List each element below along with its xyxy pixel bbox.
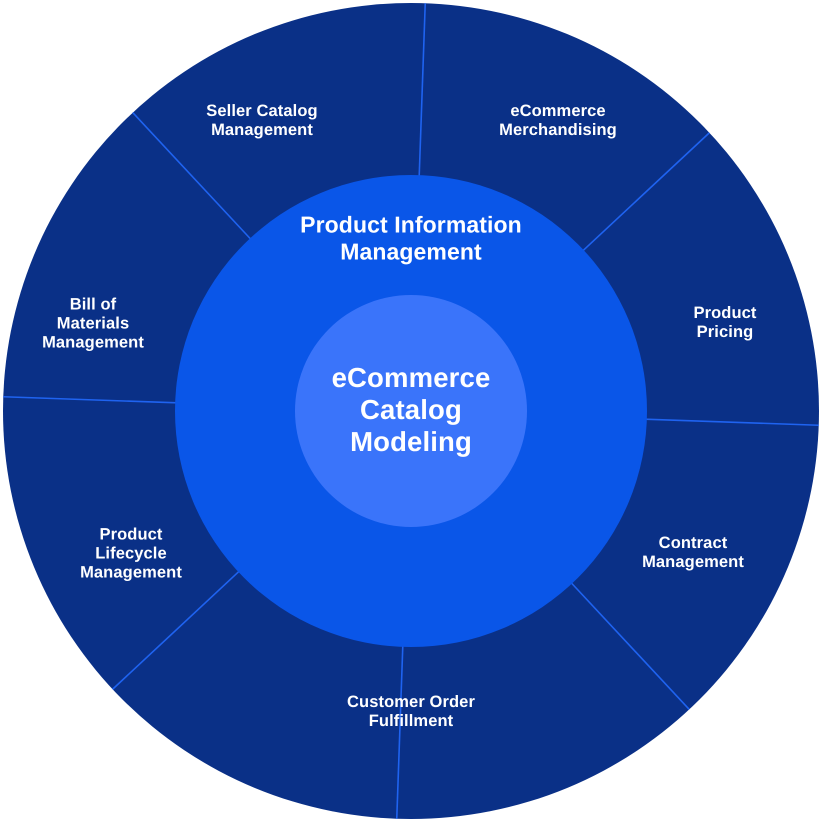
segment-divider-lines bbox=[3, 3, 819, 819]
segment-divider-line bbox=[418, 3, 427, 178]
core-circle bbox=[295, 295, 527, 527]
segment-divider-line bbox=[395, 644, 404, 819]
segment-divider-line bbox=[570, 581, 690, 710]
segment-divider-line bbox=[132, 112, 252, 241]
segment-divider-line bbox=[112, 570, 241, 690]
segment-divider-line bbox=[3, 395, 178, 404]
segment-divider-line bbox=[581, 132, 710, 252]
segment-divider-line bbox=[644, 418, 819, 427]
